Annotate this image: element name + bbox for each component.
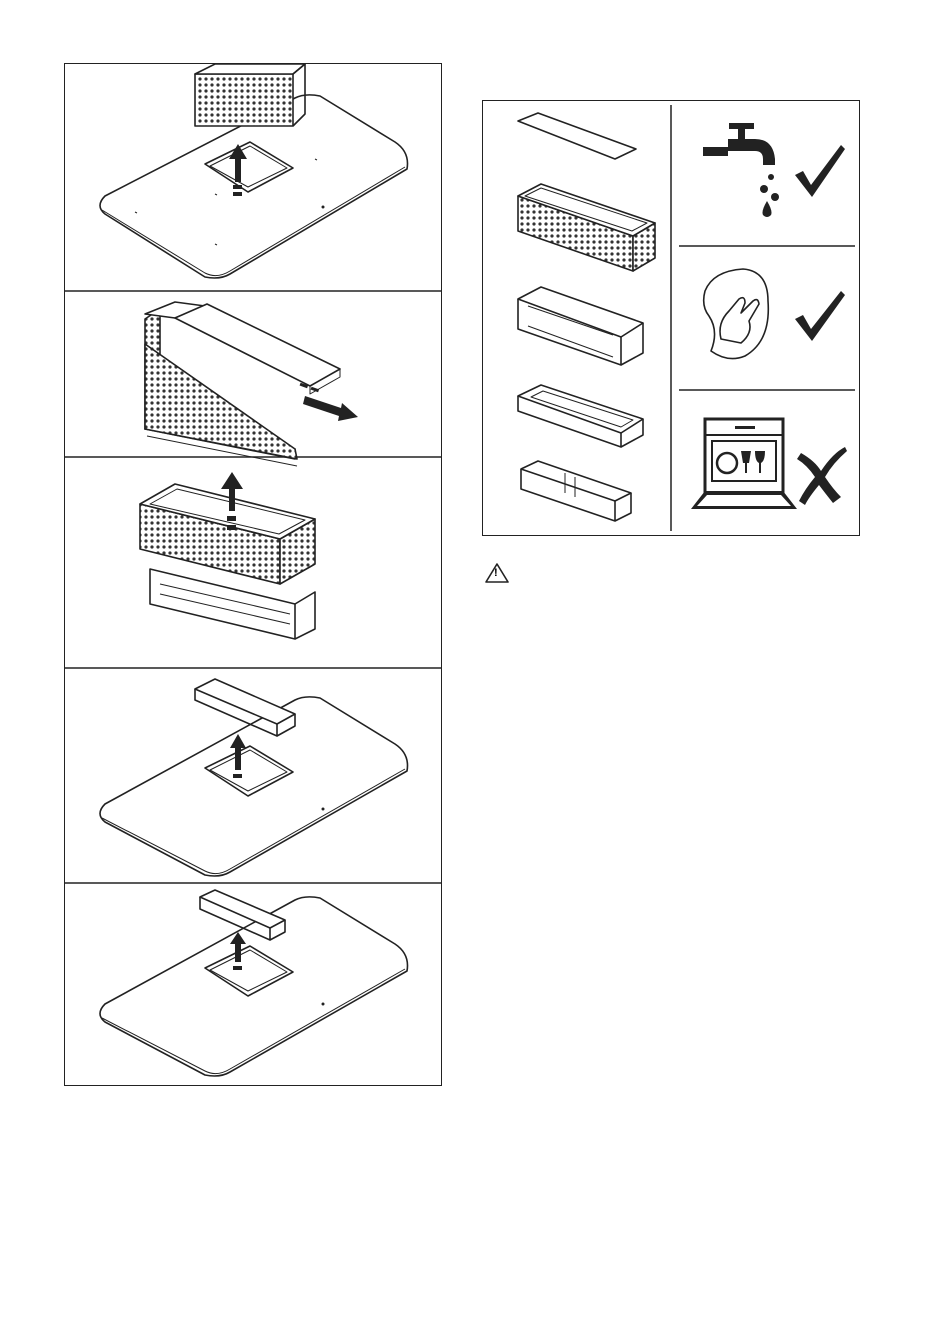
lift-tray-out-icon <box>100 890 408 1076</box>
water-tap-icon <box>703 123 779 217</box>
check-mark-icon <box>795 291 845 341</box>
mesh-filter-icon <box>518 184 655 271</box>
lift-frame-out-icon <box>100 679 408 876</box>
cover-plate-icon <box>518 113 636 159</box>
drip-tray-icon <box>521 461 631 521</box>
cross-mark-icon <box>797 447 847 505</box>
cloth-wipe-icon <box>704 269 769 359</box>
left-panel-drawings <box>65 64 441 1085</box>
warning-symbol: ! <box>494 568 498 579</box>
check-mark-icon <box>795 145 845 197</box>
dishwasher-icon <box>691 419 797 509</box>
slide-cover-off-icon <box>145 302 358 466</box>
lift-mesh-off-icon <box>140 472 315 639</box>
filter-frame-icon <box>518 287 643 365</box>
filter-base-icon <box>518 385 643 447</box>
right-cleaning-panel <box>482 100 860 536</box>
warning-note: ! <box>484 562 510 584</box>
left-instruction-panel <box>64 63 442 1086</box>
lift-filter-out-icon <box>100 64 408 278</box>
right-panel-drawings <box>483 101 859 535</box>
